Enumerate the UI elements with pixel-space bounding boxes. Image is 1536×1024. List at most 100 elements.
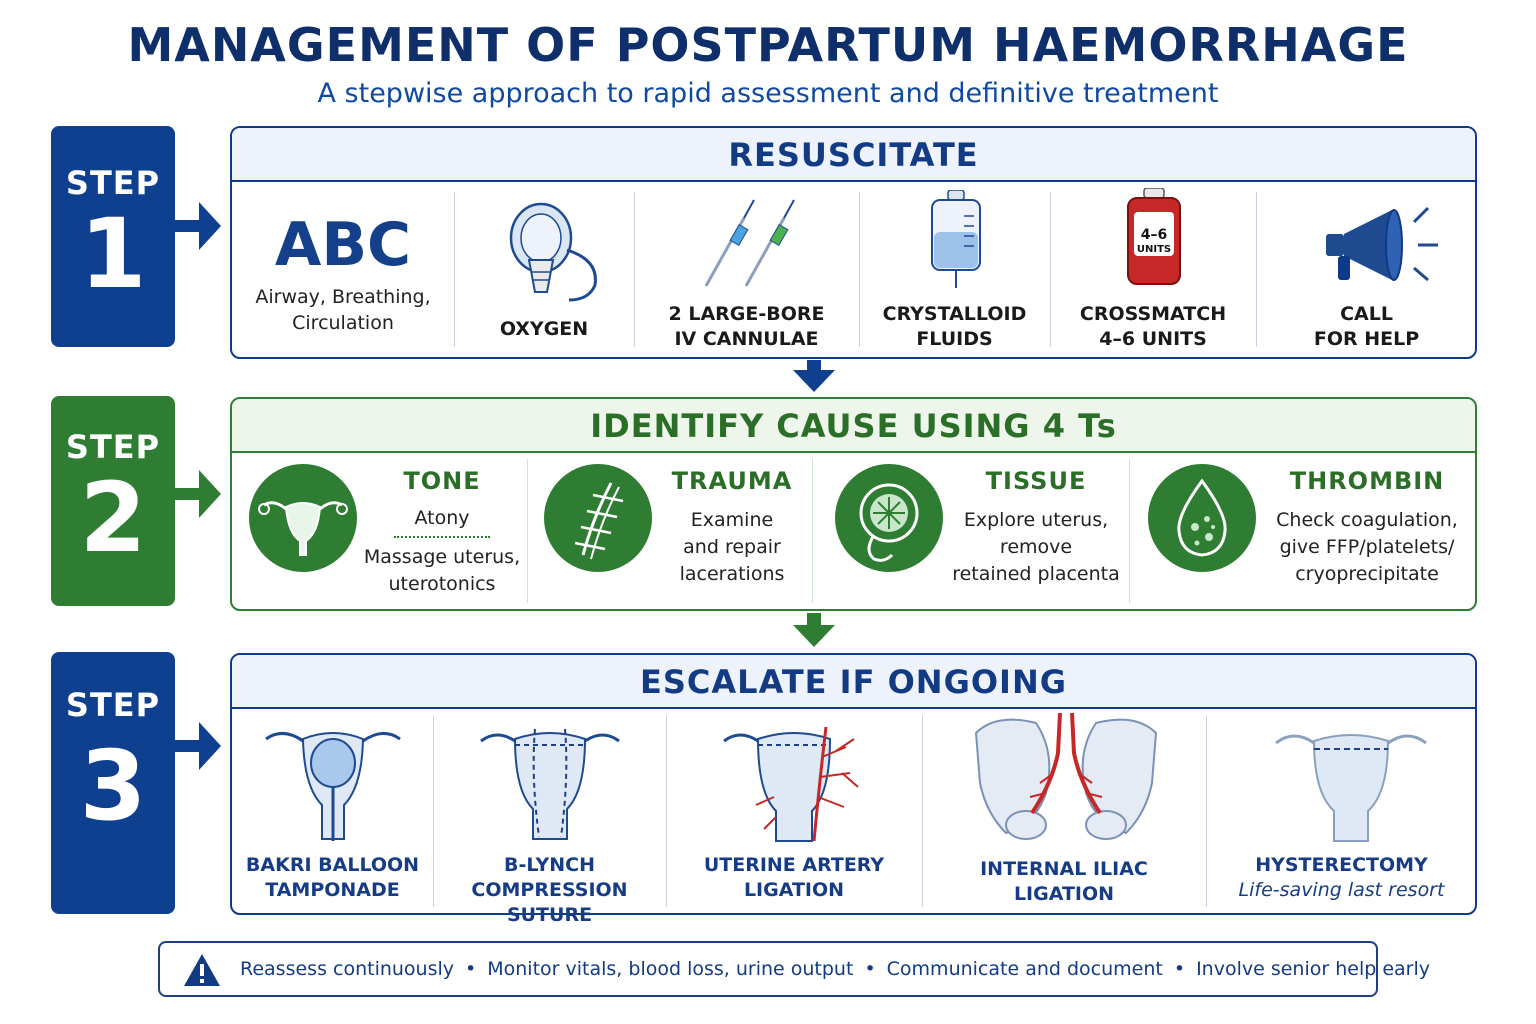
thrombin-title: THROMBIN [1289, 467, 1445, 495]
hysterectomy-label-line1: HYSTERECTOMY [1255, 854, 1428, 876]
iv-fluid-bag-icon [931, 190, 981, 288]
warning-icon [184, 954, 220, 986]
step-number: 2 [79, 462, 147, 574]
crystalloid-label-line1: CRYSTALLOID [882, 303, 1027, 325]
crystalloid-cell: CRYSTALLOID FLUIDS [859, 182, 1050, 357]
bakri-label-line1: BAKRI BALLOON [245, 854, 420, 876]
page-title: MANAGEMENT OF POSTPARTUM HAEMORRHAGE [127, 18, 1409, 72]
crossmatch-cell: 4–6 UNITS CROSSMATCH 4–6 UNITS [1050, 182, 1256, 357]
oxygen-label: OXYGEN [499, 318, 589, 340]
right-arrow-icon [175, 202, 221, 250]
tissue-cell: TISSUE Explore uterus, remove retained p… [812, 453, 1129, 609]
hysterectomy-cell: HYSTERECTOMY Life-saving last resort [1206, 709, 1477, 913]
thrombin-desc-line1: Check coagulation, [1276, 509, 1458, 531]
abc-heading: ABC [274, 210, 412, 280]
blood-bag-label-2: UNITS [1136, 244, 1172, 255]
b-lynch-label-line1: B-LYNCH [503, 854, 596, 876]
footer-item-senior-help: Involve senior help early [1196, 958, 1430, 980]
thrombin-cell: THROMBIN Check coagulation, give FFP/pla… [1129, 453, 1477, 609]
oxygen-mask-icon [509, 202, 597, 302]
b-lynch-cell: B-LYNCH COMPRESSION SUTURE [433, 709, 666, 926]
step-2-heading: IDENTIFY CAUSE USING 4 Ts [232, 399, 1475, 453]
uterus-icon [249, 464, 357, 572]
b-lynch-label-line2: COMPRESSION SUTURE [471, 879, 628, 926]
down-arrow-icon [793, 613, 835, 647]
right-arrow-icon [175, 470, 221, 518]
crystalloid-label-line2: FLUIDS [916, 328, 993, 350]
footer-separator: • [864, 958, 876, 980]
step-number: 1 [79, 198, 147, 310]
step-2-badge: STEP 2 [51, 396, 175, 606]
tissue-desc-line2: remove [999, 536, 1073, 558]
balloon-tamponade-icon [265, 732, 401, 841]
internal-iliac-cell: INTERNAL ILIAC LIGATION [922, 709, 1206, 913]
abc-desc-line1: Airway, Breathing, [255, 286, 431, 308]
step-3-panel: ESCALATE IF ONGOING BAKRI BALLOON TAMPON… [230, 653, 1477, 926]
bakri-balloon-cell: BAKRI BALLOON TAMPONADE [232, 709, 433, 913]
abc-desc-line2: Circulation [292, 312, 394, 334]
hysterectomy-label-line2: Life-saving last resort [1238, 879, 1445, 901]
uterine-artery-icon [723, 726, 859, 842]
footer-banner: Reassess continuously • Monitor vitals, bl… [158, 941, 1430, 997]
tone-desc-line1: Atony [414, 507, 470, 529]
call-for-help-cell: CALL FOR HELP [1256, 182, 1477, 357]
crossmatch-label-line2: 4–6 UNITS [1099, 328, 1207, 350]
down-arrow-icon [793, 360, 835, 392]
oxygen-cell: OXYGEN [454, 182, 634, 357]
step-1-panel: RESUSCITATE ABC Airway, Breathing, Circu… [230, 126, 1477, 359]
call-for-help-label-line2: FOR HELP [1313, 328, 1420, 350]
trauma-desc-line3: lacerations [679, 563, 785, 585]
bakri-label-line2: TAMPONADE [265, 879, 400, 901]
blood-bag-icon [1127, 188, 1181, 285]
footer-items: Reassess continuously • Monitor vitals, bl… [240, 943, 1430, 995]
tone-desc-line3: uterotonics [388, 573, 496, 595]
compression-suture-icon [480, 728, 620, 840]
step-label: STEP [65, 164, 161, 202]
crossmatch-label-line1: CROSSMATCH [1079, 303, 1227, 325]
internal-iliac-label-line1: INTERNAL ILIAC [980, 858, 1148, 880]
step-1-heading: RESUSCITATE [232, 128, 1475, 182]
right-arrow-icon [175, 722, 221, 770]
step-3-heading: ESCALATE IF ONGOING [232, 655, 1475, 709]
hysterectomy-icon [1275, 734, 1427, 842]
step-label: STEP [65, 428, 161, 466]
uterine-artery-label-line2: LIGATION [743, 879, 845, 901]
placenta-icon [835, 464, 943, 572]
iv-cannulae-label-line1: 2 LARGE-BORE [668, 303, 825, 325]
step-number: 3 [79, 730, 147, 842]
footer-item-communicate: Communicate and document [886, 958, 1163, 980]
iv-cannulae-label-line2: IV CANNULAE [674, 328, 819, 350]
trauma-cell: TRAUMA Examine and repair lacerations [527, 453, 812, 609]
tissue-title: TISSUE [985, 467, 1087, 495]
tone-cell: TONE Atony Massage uterus, uterotonics [232, 453, 527, 609]
step-2-panel: IDENTIFY CAUSE USING 4 Ts TONE Atony [230, 397, 1477, 611]
trauma-desc-line2: and repair [683, 536, 781, 558]
tone-title: TONE [403, 467, 481, 495]
uterine-artery-cell: UTERINE ARTERY LIGATION [666, 709, 922, 913]
step-label: STEP [65, 686, 161, 724]
step-3-badge: STEP 3 [51, 652, 175, 914]
footer-separator: • [465, 958, 477, 980]
abc-cell: ABC Airway, Breathing, Circulation [232, 182, 454, 357]
tissue-desc-line1: Explore uterus, [963, 509, 1109, 531]
trauma-desc-line1: Examine [690, 509, 774, 531]
step-1-badge: STEP 1 [51, 126, 175, 347]
tone-desc-line2: Massage uterus, [363, 546, 521, 568]
trauma-title: TRAUMA [671, 467, 793, 495]
page-subtitle: A stepwise approach to rapid assessment … [317, 78, 1219, 109]
uterine-artery-label-line1: UTERINE ARTERY [703, 854, 885, 876]
footer-item-monitor: Monitor vitals, blood loss, urine output [487, 958, 854, 980]
call-for-help-label-line1: CALL [1340, 303, 1393, 325]
footer-item-reassess: Reassess continuously [240, 958, 455, 980]
internal-iliac-label-line2: LIGATION [1013, 883, 1115, 905]
iv-cannulae-cell: 2 LARGE-BORE IV CANNULAE [634, 182, 859, 357]
thrombin-desc-line2: give FFP/platelets/ [1279, 536, 1455, 558]
sutured-laceration-icon [544, 464, 652, 572]
iv-cannula-icon [704, 199, 795, 287]
megaphone-icon [1326, 206, 1438, 282]
footer-separator: • [1173, 958, 1186, 980]
blood-drop-icon [1148, 464, 1256, 572]
pelvis-iliac-icon [974, 713, 1158, 840]
tissue-desc-line3: retained placenta [952, 563, 1120, 585]
blood-bag-label-1: 4–6 [1140, 227, 1168, 243]
